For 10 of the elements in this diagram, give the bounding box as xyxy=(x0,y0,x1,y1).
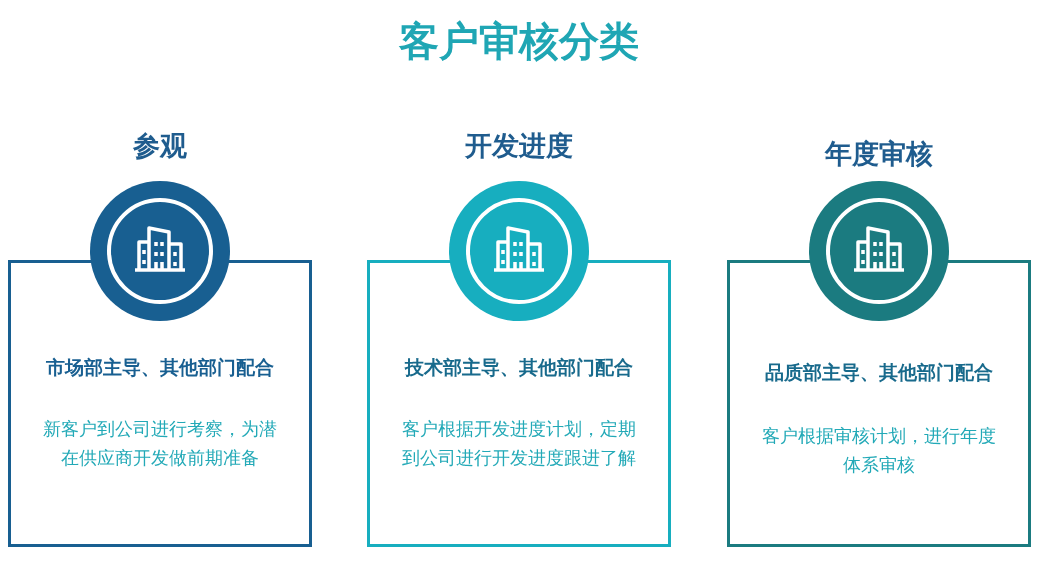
card-description: 新客户到公司进行考察，为潜在供应商开发做前期准备 xyxy=(43,417,277,470)
card-description: 客户根据开发进度计划，定期到公司进行开发进度跟进了解 xyxy=(402,417,636,470)
card-subheading: 技术部主导、其他部门配合 xyxy=(403,355,634,380)
card-heading: 年度审核 xyxy=(823,137,934,171)
card-heading: 参观 xyxy=(132,129,188,163)
card-heading: 开发进度 xyxy=(464,129,574,163)
card-subheading: 品质部主导、其他部门配合 xyxy=(764,360,994,385)
card-subheading: 市场部主导、其他部门配合 xyxy=(45,355,275,380)
title: 客户审核分类 xyxy=(398,17,640,66)
card-description: 客户根据审核计划，进行年度体系审核 xyxy=(762,424,996,477)
